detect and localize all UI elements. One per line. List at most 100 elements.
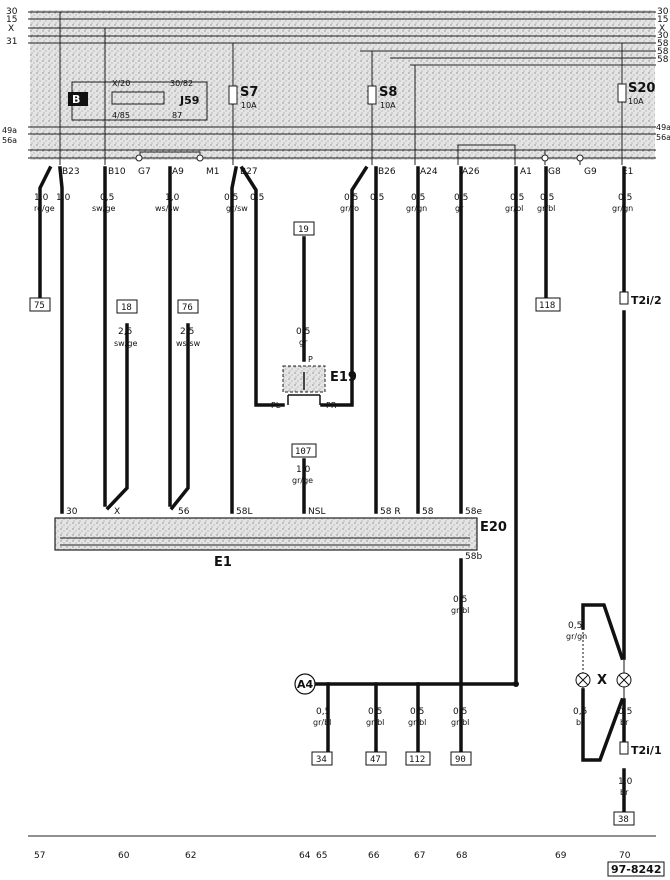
svg-text:118: 118 [539, 301, 555, 311]
b90-color: gr/bl [451, 718, 469, 727]
w9-size: 0,5 [411, 193, 425, 203]
bus-label-31: 31 [6, 37, 17, 47]
w10-color: gr [455, 204, 464, 213]
b112-size: 0,5 [410, 707, 424, 717]
w2-size: 1,0 [56, 193, 71, 203]
wire-labels-mid: 2,5 sw/ge 2,5 ws/sw 0,5 gr 1,0 gr/ge 0,5… [114, 327, 587, 641]
m58b-size: 0,5 [453, 595, 467, 605]
b90-size: 0,5 [453, 707, 467, 717]
bus-label-r58a: 58 [657, 39, 669, 49]
conn-m1: M1 [206, 167, 220, 177]
switch-e19: P E19 PL PR [271, 355, 357, 410]
svg-text:T2i/2: T2i/2 [631, 294, 662, 307]
e1-term-58r: 58 R [380, 507, 401, 517]
e1-name: E1 [214, 555, 232, 570]
e19-pin-p: P [308, 355, 313, 364]
e19-name: E19 [330, 370, 357, 385]
bx2-size: 0,5 [618, 707, 632, 717]
diagram-code: 97-8242 [607, 861, 665, 877]
bus-label-r49a: 49a [656, 123, 670, 132]
w7-color: gr/ro [340, 204, 359, 213]
conn-g9: G9 [584, 167, 597, 177]
b47-color: gr/bl [366, 718, 384, 727]
fuse-s20: S20 10A [617, 43, 655, 165]
ref-box-90: 90 [450, 751, 472, 766]
b34-size: 0,5 [316, 707, 330, 717]
bus-label-15: 15 [6, 15, 17, 25]
mx-size: 0,5 [568, 621, 582, 631]
grid-70: 70 [619, 851, 631, 861]
m19-size: 0,5 [296, 327, 310, 337]
panel-linkage [135, 65, 584, 165]
m19-color: gr [299, 338, 308, 347]
fuse-s7: S7 10A [228, 43, 258, 165]
fuse-s8-name: S8 [379, 85, 397, 100]
svg-text:T2i/1: T2i/1 [631, 744, 662, 757]
fuse-s20-name: S20 [628, 81, 655, 96]
conn-e1: E1 [622, 167, 633, 177]
conn-b26: B26 [378, 167, 396, 177]
svg-text:34: 34 [316, 755, 327, 765]
bx2-color: br [620, 718, 629, 727]
relay-pin-3: 4/85 [112, 111, 130, 120]
e1-term-58l: 58L [236, 507, 252, 517]
wire-labels-bottom: 0,5 gr/bl 0,5 gr/bl 0,5 gr/bl 0,5 gr/bl … [313, 707, 633, 797]
m107-size: 1,0 [296, 465, 311, 475]
ref-box-34: 34 [311, 751, 333, 766]
w1-color: ro/ge [34, 204, 55, 213]
grid-68: 68 [456, 851, 468, 861]
mx-color: gr/gn [566, 632, 587, 641]
conn-g8: G8 [548, 167, 561, 177]
conn-a1: A1 [520, 167, 532, 177]
term-58b: 58b [465, 552, 482, 562]
grid-67: 67 [414, 851, 425, 861]
ref-box-112: 112 [405, 751, 431, 766]
e1-term-56: 56 [178, 507, 190, 517]
conn-b10: B10 [108, 167, 126, 177]
conn-b23: B23 [62, 167, 80, 177]
w5-color: gr/sw [226, 204, 248, 213]
grid-64: 64 [299, 851, 311, 861]
w4-color: ws/sw [155, 204, 180, 213]
bus-labels-left: 30 15 X 31 49a 56a [2, 7, 18, 145]
grid-62: 62 [185, 851, 196, 861]
grid-numbers: 57 60 62 64 65 66 67 68 69 70 [34, 851, 631, 861]
svg-text:107: 107 [295, 447, 311, 457]
bus-label-r58c: 58 [657, 55, 669, 65]
bx1-size: 0,5 [573, 707, 587, 717]
grid-65: 65 [316, 851, 327, 861]
w13-color: gr/gn [612, 204, 633, 213]
b38-size: 1,0 [618, 777, 633, 787]
w8-size: 0,5 [370, 193, 384, 203]
conn-b27: B27 [240, 167, 258, 177]
fuse-s7-name: S7 [240, 85, 258, 100]
reference-boxes: 75 18 76 19 107 118 34 47 112 90 38 [29, 221, 635, 826]
bus-label-r30b: 30 [657, 31, 669, 41]
b34-color: gr/bl [313, 718, 331, 727]
w4-size: 1,0 [165, 193, 180, 203]
m58b-color: gr/bl [451, 606, 469, 615]
b47-size: 0,5 [368, 707, 382, 717]
connector-t2-lower: T2i/1 [619, 741, 662, 757]
svg-text:76: 76 [182, 303, 193, 313]
bus-label-r56a: 56a [656, 133, 670, 142]
svg-text:75: 75 [34, 301, 45, 311]
m107-color: gr/ge [292, 476, 313, 485]
ref-box-38: 38 [613, 811, 635, 826]
ref-box-75: 75 [29, 297, 51, 312]
light-switch-e1: 30 X 56 58L NSL 58 R 58 58e E20 E1 58b [54, 507, 507, 570]
relay-pin-1: X/20 [112, 79, 130, 88]
bus-label-r15: 15 [657, 15, 668, 25]
grid-57: 57 [34, 851, 45, 861]
ref-box-107: 107 [291, 443, 317, 458]
svg-text:18: 18 [121, 303, 132, 313]
e1-term-58: 58 [422, 507, 434, 517]
lamp-x-label: X [597, 673, 607, 688]
grid-60: 60 [118, 851, 130, 861]
ref-box-47: 47 [365, 751, 387, 766]
conn-a9: A9 [172, 167, 184, 177]
e1-term-58e: 58e [465, 507, 482, 517]
grid-69: 69 [555, 851, 567, 861]
svg-text:112: 112 [409, 755, 425, 765]
